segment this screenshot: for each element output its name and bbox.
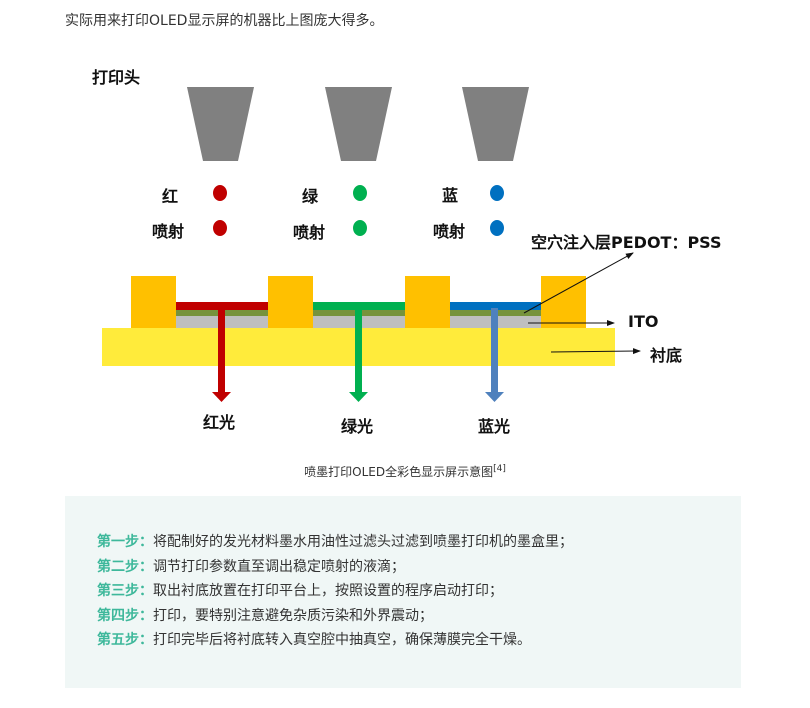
blue-light-arrowhead [485,392,504,402]
head-blue-color-label: 蓝 [442,186,459,205]
emitter-green [313,302,405,310]
bank-pillar-2 [268,276,313,328]
steps-box: 第一步：将配制好的发光材料墨水用油性过滤头过滤到喷墨打印机的墨盒里； 第二步：调… [65,496,741,688]
droplet-blue-1 [490,185,504,201]
step-text: 打印完毕后将衬底转入真空腔中抽真空，确保薄膜完全干燥。 [153,632,531,648]
caption-reference-link[interactable]: [4] [493,464,506,474]
emitter-blue [450,302,541,310]
ito-layer-label: ITO [628,312,659,331]
droplet-green-2 [353,220,367,236]
bank-pillar-3 [405,276,450,328]
droplet-blue-2 [490,220,504,236]
steps-list: 第一步：将配制好的发光材料墨水用油性过滤头过滤到喷墨打印机的墨盒里； 第二步：调… [97,530,573,653]
diagram-svg [102,87,641,402]
print-head-label: 打印头 [92,68,141,87]
bank-pillar-4 [541,276,586,328]
head-red-color-label: 红 [162,187,179,206]
step-text: 调节打印参数直至调出稳定喷射的液滴； [153,558,405,575]
head-red-spray-label: 喷射 [152,222,185,241]
head-blue-spray-label: 喷射 [433,222,466,241]
red-light-label: 红光 [203,413,236,432]
blue-light-label: 蓝光 [478,417,511,436]
bank-pillar-1 [131,276,176,328]
red-light-arrowhead [212,392,231,402]
step-text: 打印，要特别注意避免杂质污染和外界震动； [153,607,433,624]
red-light-stem [218,308,225,393]
oled-inkjet-diagram: 打印头 红 喷射 绿 喷射 蓝 喷射 空穴注入层PEDOT：PSS ITO 衬底… [92,68,722,436]
substrate-layer-label: 衬底 [650,346,683,365]
substrate-callout-arrow [550,348,641,355]
step-name: 第四步： [97,607,153,624]
caption-text: 喷墨打印OLED全彩色显示屏示意图 [304,465,494,479]
green-light-arrowhead [349,392,368,402]
hil-callout-arrow [523,252,634,314]
step-text: 取出衬底放置在打印平台上，按照设置的程序启动打印； [153,583,503,599]
hil-layer-label: 空穴注入层PEDOT：PSS [531,233,722,252]
step-item: 第二步：调节打印参数直至调出稳定喷射的液滴； [97,555,573,580]
head-green-color-label: 绿 [302,187,319,206]
step-item: 第四步：打印，要特别注意避免杂质污染和外界震动； [97,604,573,629]
nozzle-green [325,87,392,161]
droplet-red-1 [213,185,227,201]
step-name: 第二步： [97,558,153,575]
step-name: 第三步： [97,583,153,599]
step-text: 将配制好的发光材料墨水用油性过滤头过滤到喷墨打印机的墨盒里； [153,534,573,550]
step-name: 第五步： [97,632,153,648]
step-item: 第五步：打印完毕后将衬底转入真空腔中抽真空，确保薄膜完全干燥。 [97,628,573,653]
step-item: 第一步：将配制好的发光材料墨水用油性过滤头过滤到喷墨打印机的墨盒里； [97,530,573,555]
head-green-spray-label: 喷射 [293,223,326,242]
nozzle-blue [462,87,529,161]
green-light-stem [355,308,362,393]
intro-text: 实际用来打印OLED显示屏的机器比上图庞大得多。 [65,13,384,29]
emitter-red [176,302,268,310]
nozzle-red [187,87,254,161]
green-light-label: 绿光 [341,417,374,436]
droplet-green-1 [353,185,367,201]
droplet-red-2 [213,220,227,236]
step-item: 第三步：取出衬底放置在打印平台上，按照设置的程序启动打印； [97,579,573,604]
blue-light-stem [491,308,498,393]
figure-caption: 喷墨打印OLED全彩色显示屏示意图[4] [0,463,810,480]
step-name: 第一步： [97,534,153,550]
